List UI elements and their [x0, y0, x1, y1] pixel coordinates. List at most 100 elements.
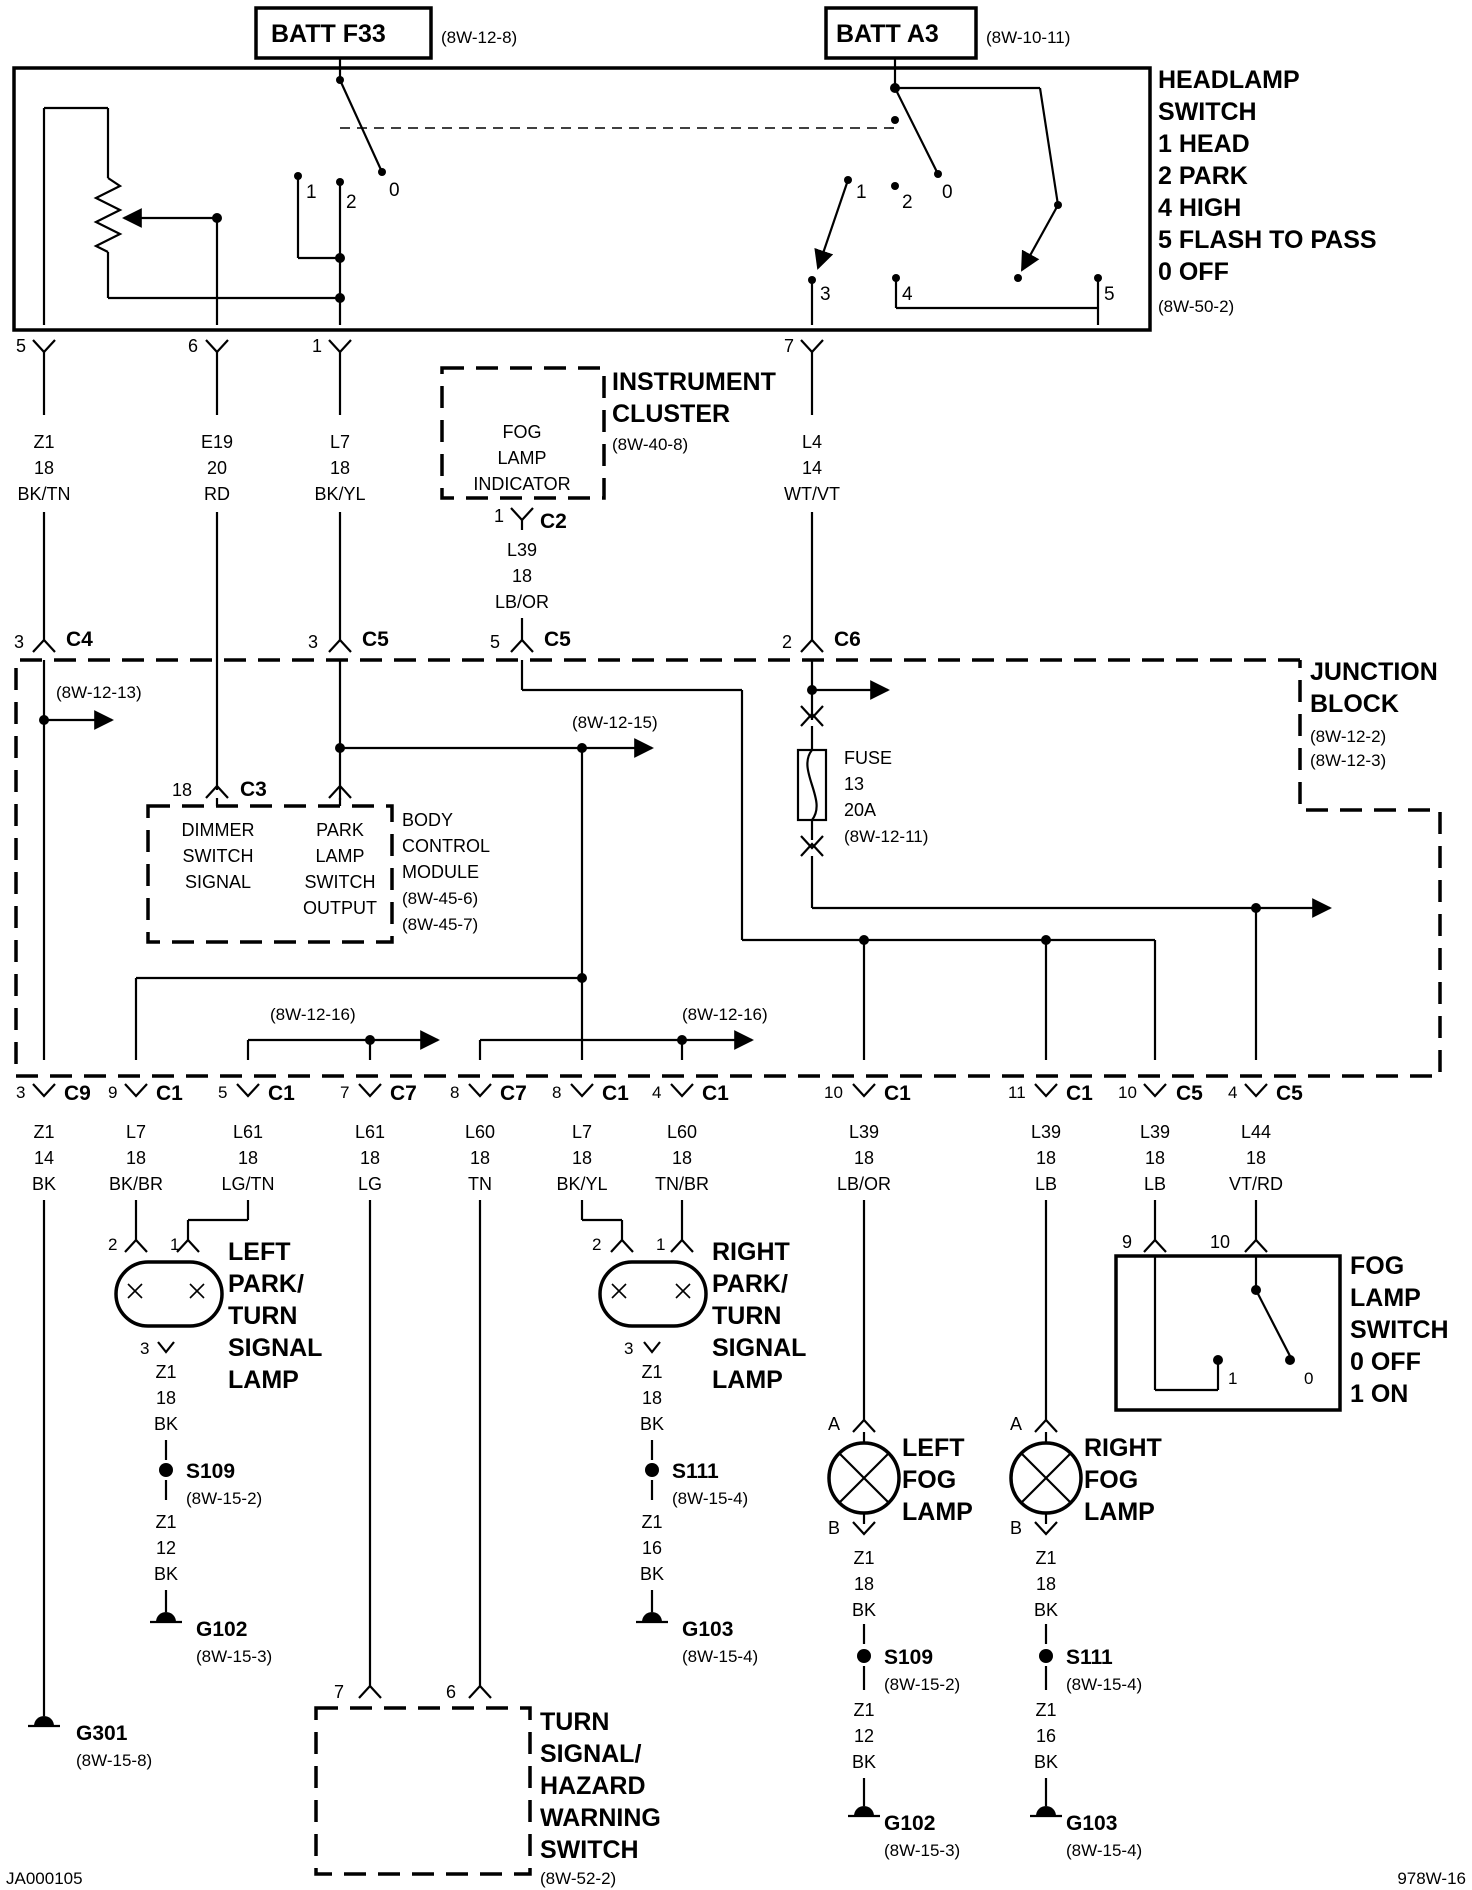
- svg-text:INDICATOR: INDICATOR: [473, 474, 570, 494]
- bottom-connector-c1-l39-lb: 11 C1 L39 18 LB: [1008, 1082, 1093, 1420]
- svg-text:(8W-12-2): (8W-12-2): [1310, 727, 1386, 746]
- svg-text:TURN: TURN: [228, 1302, 297, 1330]
- svg-text:L61: L61: [355, 1122, 385, 1142]
- svg-text:(8W-10-11): (8W-10-11): [986, 28, 1070, 47]
- svg-text:(8W-12-16): (8W-12-16): [682, 1005, 768, 1024]
- svg-text:14: 14: [802, 458, 822, 478]
- bottom-connector-c5-l39-lb: 10 C5 L39 18 LB: [1118, 1082, 1203, 1240]
- top-circuit-z1: 5 Z1 18 BK/TN: [16, 336, 71, 640]
- svg-text:18: 18: [1036, 1148, 1056, 1168]
- svg-text:20: 20: [207, 458, 227, 478]
- junction-block: JUNCTION BLOCK (8W-12-2) (8W-12-3) 3 C4 …: [14, 628, 1442, 1078]
- svg-text:C1: C1: [1066, 1082, 1093, 1105]
- svg-text:5: 5: [490, 632, 500, 652]
- svg-text:L39: L39: [507, 540, 537, 560]
- svg-text:SIGNAL: SIGNAL: [185, 872, 251, 892]
- headlamp-switch: 0 1 2 0 1 2 3: [12, 58, 1377, 332]
- svg-text:0 OFF: 0 OFF: [1350, 1348, 1421, 1376]
- svg-text:(8W-45-7): (8W-45-7): [402, 915, 478, 934]
- svg-text:LB/OR: LB/OR: [495, 592, 549, 612]
- svg-text:7: 7: [334, 1682, 344, 1702]
- bottom-connector-c1-l61-lgtn: 5 C1 L61 18 LG/TN: [186, 1082, 295, 1240]
- svg-text:0: 0: [942, 182, 953, 203]
- svg-text:TURN: TURN: [712, 1302, 781, 1330]
- svg-text:PARK: PARK: [316, 820, 364, 840]
- svg-text:(8W-15-2): (8W-15-2): [186, 1489, 262, 1508]
- svg-text:SIGNAL: SIGNAL: [712, 1334, 806, 1362]
- svg-text:DIMMER: DIMMER: [182, 820, 255, 840]
- svg-text:L4: L4: [802, 432, 822, 452]
- svg-text:FOG: FOG: [503, 422, 542, 442]
- svg-text:LG: LG: [358, 1174, 382, 1194]
- svg-text:4: 4: [902, 284, 913, 305]
- svg-text:18: 18: [330, 458, 350, 478]
- top-circuit-l4: 7 L4 14 WT/VT: [784, 336, 840, 640]
- svg-text:18: 18: [572, 1148, 592, 1168]
- source-batt-a3: BATT A3 (8W-10-11): [824, 6, 1070, 60]
- bottom-connector-c9: 3 C9 Z1 14 BK: [16, 1082, 91, 1716]
- svg-text:4 HIGH: 4 HIGH: [1158, 194, 1241, 222]
- svg-text:BODY: BODY: [402, 810, 453, 830]
- svg-text:(8W-52-2): (8W-52-2): [540, 1869, 616, 1888]
- svg-text:LAMP: LAMP: [228, 1366, 299, 1394]
- fog-lamp-switch: 9 10 1 0 FOG LAMP SWITCH 0 OFF 1 ON: [1114, 1232, 1449, 1412]
- svg-text:C4: C4: [66, 628, 93, 651]
- svg-text:1: 1: [306, 182, 317, 203]
- svg-text:Z1: Z1: [155, 1362, 176, 1382]
- svg-text:B: B: [1010, 1518, 1022, 1538]
- svg-text:TN/BR: TN/BR: [655, 1174, 709, 1194]
- svg-text:3: 3: [16, 1083, 25, 1102]
- svg-text:18: 18: [1036, 1574, 1056, 1594]
- svg-text:2: 2: [782, 632, 792, 652]
- svg-text:(8W-15-3): (8W-15-3): [884, 1841, 960, 1860]
- svg-text:C7: C7: [500, 1082, 527, 1105]
- svg-text:L39: L39: [1140, 1122, 1170, 1142]
- svg-text:BK/BR: BK/BR: [109, 1174, 163, 1194]
- ground-g301: G301 (8W-15-8): [28, 1716, 152, 1770]
- svg-text:3: 3: [820, 284, 831, 305]
- svg-text:HEADLAMP: HEADLAMP: [1158, 66, 1300, 94]
- right-fog-lamp: A B RIGHT FOG LAMP Z1 18 BK S111 (8W-15-…: [1009, 1414, 1162, 1860]
- svg-text:G102: G102: [196, 1618, 247, 1641]
- svg-text:(8W-12-15): (8W-12-15): [572, 713, 658, 732]
- svg-text:(8W-40-8): (8W-40-8): [612, 435, 688, 454]
- svg-text:16: 16: [1036, 1726, 1056, 1746]
- svg-text:SWITCH: SWITCH: [183, 846, 254, 866]
- bottom-connector-c1-l60-tnbr: 4 C1 L60 18 TN/BR: [652, 1082, 729, 1240]
- svg-text:1: 1: [856, 182, 867, 203]
- svg-text:C3: C3: [240, 778, 267, 801]
- svg-text:C5: C5: [1276, 1082, 1303, 1105]
- svg-text:PARK/: PARK/: [228, 1270, 304, 1298]
- svg-text:WT/VT: WT/VT: [784, 484, 840, 504]
- svg-text:BATT F33: BATT F33: [271, 20, 386, 48]
- svg-text:(8W-45-6): (8W-45-6): [402, 889, 478, 908]
- svg-text:CLUSTER: CLUSTER: [612, 400, 730, 428]
- svg-text:L61: L61: [233, 1122, 263, 1142]
- svg-text:BK: BK: [852, 1752, 876, 1772]
- svg-text:RD: RD: [204, 484, 230, 504]
- svg-text:HAZARD: HAZARD: [540, 1772, 646, 1800]
- svg-text:2 PARK: 2 PARK: [1158, 162, 1248, 190]
- svg-text:Z1: Z1: [641, 1362, 662, 1382]
- svg-text:12: 12: [854, 1726, 874, 1746]
- svg-text:G301: G301: [76, 1722, 128, 1745]
- left-park-turn-lamp: 2 1 3 LEFT PARK/ TURN SIGNAL LAMP Z1 18 …: [108, 1235, 322, 1666]
- svg-text:6: 6: [188, 336, 198, 356]
- svg-text:(8W-12-8): (8W-12-8): [441, 28, 517, 47]
- footer-right-code: 978W-16: [1397, 1869, 1466, 1888]
- svg-text:C9: C9: [64, 1082, 91, 1105]
- svg-text:Z1: Z1: [853, 1548, 874, 1568]
- svg-text:9: 9: [1122, 1232, 1132, 1252]
- svg-text:BK/TN: BK/TN: [17, 484, 70, 504]
- svg-text:LB: LB: [1144, 1174, 1166, 1194]
- svg-text:C5: C5: [362, 628, 389, 651]
- svg-text:18: 18: [34, 458, 54, 478]
- svg-text:C7: C7: [390, 1082, 417, 1105]
- svg-text:S111: S111: [672, 1460, 719, 1483]
- svg-text:2: 2: [346, 192, 357, 213]
- svg-text:5: 5: [16, 336, 26, 356]
- svg-text:LAMP: LAMP: [712, 1366, 783, 1394]
- svg-text:C5: C5: [544, 628, 571, 651]
- svg-text:LB/OR: LB/OR: [837, 1174, 891, 1194]
- top-circuit-e19: 6 E19 20 RD: [188, 336, 233, 790]
